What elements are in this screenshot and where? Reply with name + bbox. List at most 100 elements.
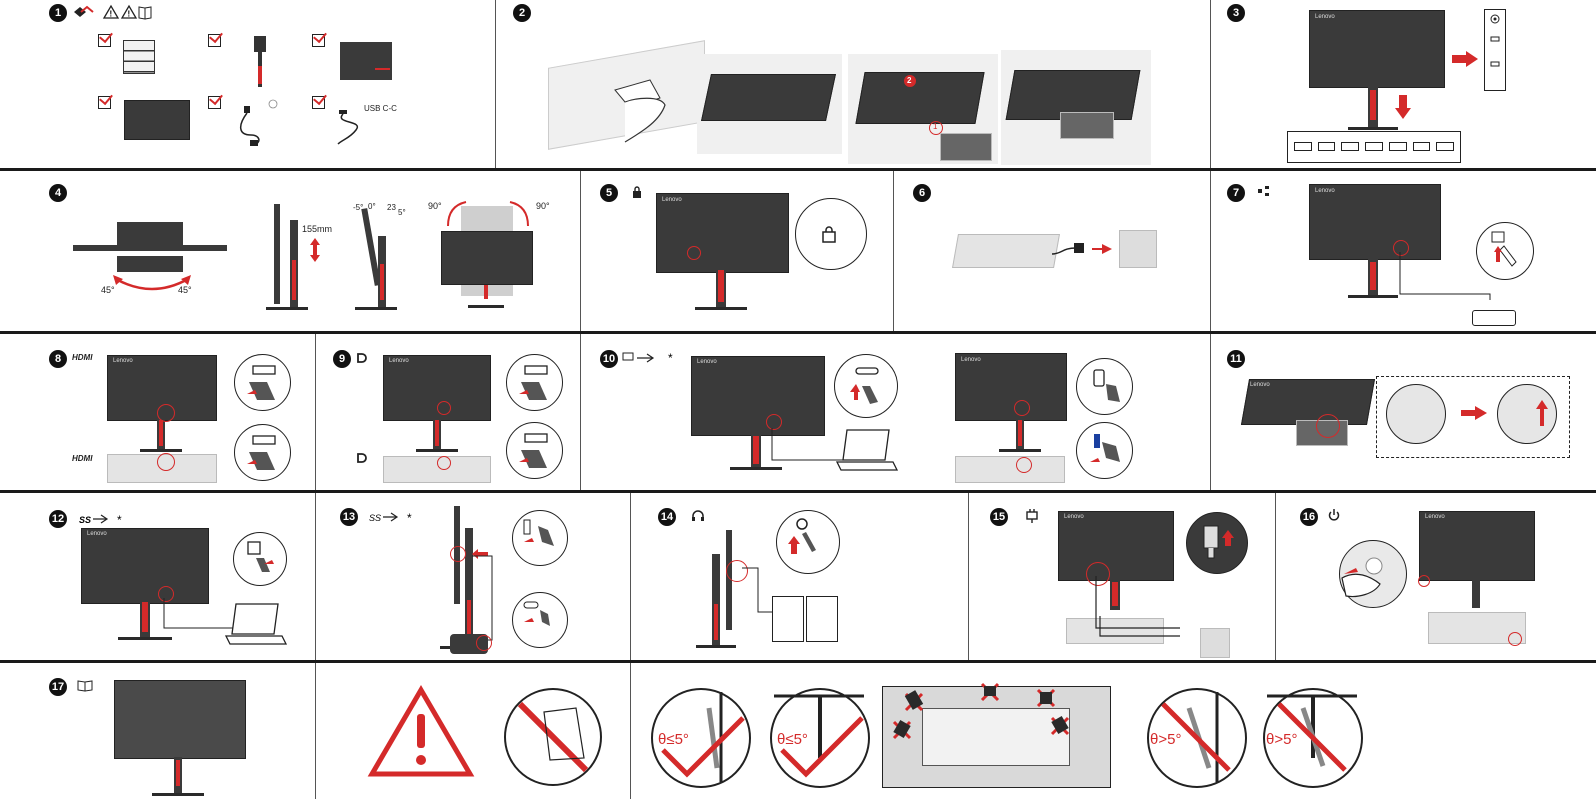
step-number: 5 <box>600 184 618 202</box>
stand-base <box>355 307 397 310</box>
step-number: 6 <box>913 184 931 202</box>
stand-red <box>176 760 180 786</box>
row-divider <box>0 490 1596 493</box>
dp-plug-icon <box>519 433 548 468</box>
arrow-right-icon <box>1452 51 1478 67</box>
hdmi-plug-icon <box>247 365 276 400</box>
row-divider <box>0 168 1596 171</box>
prohibited-mounts <box>892 682 1070 740</box>
checkmark-icon <box>774 694 864 778</box>
displayport-icon <box>1341 142 1360 152</box>
tilt-angle: 0° <box>368 202 376 211</box>
audio-port-icon <box>1490 14 1500 67</box>
base-plate <box>940 133 992 161</box>
stand-column <box>1368 44 1378 130</box>
step-number: 15 <box>990 508 1008 526</box>
usbc-plug-icon <box>1093 369 1120 402</box>
monitor-back <box>1419 511 1535 581</box>
zoom-circle <box>512 592 568 648</box>
usb-cable <box>163 598 244 629</box>
power-connector-icon <box>1203 525 1234 559</box>
step-number: 12 <box>49 510 67 528</box>
tilt-angle: -5° <box>353 203 364 212</box>
power-port-icon <box>1294 142 1312 152</box>
brand-label: Lenovo <box>1064 514 1084 520</box>
zoom-circle <box>1386 384 1446 444</box>
monitor-facedown <box>701 74 836 121</box>
port-highlight <box>437 456 451 470</box>
stand-red <box>714 604 718 640</box>
stand-red <box>1112 582 1118 606</box>
stand-red <box>467 600 471 640</box>
row-divider <box>0 660 1596 663</box>
checkmark-icon <box>661 692 745 782</box>
usbc-plug-icon <box>850 367 879 404</box>
col-divider <box>1275 493 1276 660</box>
brand-label: Lenovo <box>662 197 682 203</box>
col-divider <box>315 493 316 660</box>
brand-label: Lenovo <box>961 357 981 363</box>
stand-column <box>1368 220 1378 296</box>
port-highlight <box>726 560 748 582</box>
pivot-angle: 90° <box>428 201 442 211</box>
monitor-side-view <box>726 530 732 630</box>
checkbox-icon <box>98 96 111 109</box>
checkbox-icon <box>98 34 111 47</box>
angle-label: θ>5° <box>1266 731 1298 748</box>
warning-icon <box>367 685 475 777</box>
monitor-front <box>441 231 533 285</box>
audio-jack-icon <box>788 518 816 554</box>
port-highlight <box>1014 400 1030 416</box>
displayport-icon <box>357 453 367 463</box>
warning-icon: ! ! <box>74 4 152 20</box>
swivel-angle: 45° <box>178 285 192 295</box>
svg-text:!: ! <box>128 10 131 19</box>
stand-red <box>292 260 296 300</box>
rotate-arc <box>447 201 529 227</box>
stand-base <box>730 467 782 470</box>
stand-red <box>1370 262 1376 290</box>
brand-label: Lenovo <box>697 359 717 365</box>
port-highlight <box>1086 562 1110 586</box>
stand-red <box>484 285 488 299</box>
brand-label: Lenovo <box>1315 14 1335 20</box>
stand-top-view <box>117 256 183 272</box>
base-red <box>375 68 390 70</box>
usbc-plug-icon <box>523 519 554 546</box>
zoom-circle <box>834 354 898 418</box>
monitor-side-view <box>274 204 280 304</box>
zoom-circle <box>512 510 568 566</box>
brand-label: Lenovo <box>113 358 133 364</box>
zoom-circle <box>776 510 840 574</box>
col-divider <box>1210 0 1211 168</box>
zoom-circle <box>795 198 867 270</box>
step-number: 14 <box>658 508 676 526</box>
stand-red <box>435 420 439 446</box>
svg-text:SS: SS <box>369 513 381 523</box>
tilt-angle: 5° <box>398 208 406 217</box>
ethernet-cable <box>1399 252 1491 300</box>
network-icon <box>1412 142 1431 152</box>
stand-red <box>1018 420 1022 446</box>
usba-plug-icon <box>1090 434 1120 462</box>
monitor-side-gray <box>952 234 1060 268</box>
zoom-circle <box>1497 384 1557 444</box>
stand-base <box>468 305 504 308</box>
wall-angle-ok <box>651 688 751 788</box>
displayport-icon <box>357 353 367 363</box>
dp-plug-icon <box>519 365 548 400</box>
port-highlight <box>158 586 174 602</box>
power-cable <box>240 99 278 146</box>
step-number: 7 <box>1227 184 1245 202</box>
step-number: 8 <box>49 350 67 368</box>
pc-tower <box>1066 618 1164 644</box>
monitor-back <box>955 353 1067 421</box>
stand-base <box>1348 127 1398 130</box>
finger-press-icon <box>1341 557 1383 598</box>
stand-base <box>1348 295 1398 298</box>
stand-red <box>380 264 384 300</box>
svg-text:SS: SS <box>79 515 91 525</box>
checkbox-icon <box>208 34 221 47</box>
manual-icon <box>77 680 93 692</box>
stand-red <box>718 270 724 302</box>
